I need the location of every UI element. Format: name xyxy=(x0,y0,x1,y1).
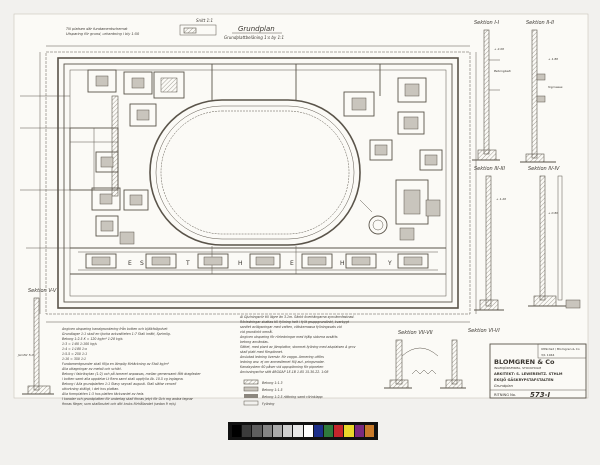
svg-text:+ 1.80: + 1.80 xyxy=(548,57,558,61)
color-swatch xyxy=(262,425,272,437)
sheet-content: Grundplan xyxy=(494,384,514,388)
section-drawings-lower-middle: Sektion VII-VII Sektion VI-VI xyxy=(384,328,500,389)
svg-text:Alla uttagningar av metall och: Alla uttagningar av metall och schikt. xyxy=(61,367,122,371)
footing-group-left xyxy=(87,69,185,245)
legend: Betong 1:1.3 Betong 1:1.5 Betong 1:2.5 r… xyxy=(243,379,323,406)
plan-scale: Grundplattbeläning 1:s by 1:1 xyxy=(224,35,284,40)
svg-text:Sättet, med plant av järnplatt: Sättet, med plant av järnplattor, stomne… xyxy=(240,345,356,349)
section-label: Sektion II-II xyxy=(526,20,555,26)
section-label: Sektion IV-IV xyxy=(528,166,560,172)
legend-item: Betong 1:2.5 rättning samt rörinklapp xyxy=(262,395,323,399)
svg-text:I kanaler och grundplatten för: I kanaler och grundplatten för underlag … xyxy=(62,397,194,401)
color-swatch xyxy=(354,425,364,437)
svg-text:1:4 = 1:180: 1:4 = 1:180 1:x xyxy=(62,347,87,351)
color-swatch xyxy=(272,425,283,437)
svg-text:1:10 = 350: 1:10 = 350 1:1 xyxy=(62,357,86,361)
color-swatch xyxy=(252,425,262,437)
color-swatch xyxy=(242,425,252,437)
svg-text:Betong i Alla grundplatten 1:1: Betong i Alla grundplatten 1:1 Stavy sey… xyxy=(62,382,176,386)
svg-text:betong användas.: betong användas. xyxy=(240,340,269,344)
section-label: Sektion V-V xyxy=(28,288,57,294)
title-block: Utfärdad / Blomgren & Co 3/1 1944 BLOMGR… xyxy=(489,343,587,399)
color-swatch xyxy=(364,425,375,437)
svg-text:Angiven utsparing för rörledni: Angiven utsparing för rörledningar med h… xyxy=(239,335,338,339)
color-swatch xyxy=(293,425,303,437)
svg-text:1:3 = 1:80: 1:3 = 1:80 1:100 kg/s xyxy=(62,342,97,346)
company-sub: INGENJÖRSFIRMA, STOCKHOLM xyxy=(494,365,542,370)
notes-column-2: Ai Gjutningsrör till lägre än 3.1m. Sänk… xyxy=(239,315,356,374)
project-line: EKSJÖ GÄSKRYPSTAFSTALTEN xyxy=(494,377,554,382)
svg-text:Betong i fabriksytan (1:2) och: Betong i fabriksytan (1:2) och på ismere… xyxy=(62,371,201,376)
date: 3/1 1944 xyxy=(541,353,555,357)
section-label: Sektion III-III xyxy=(474,166,505,172)
detail-label: Snitt 1:1 xyxy=(196,18,213,23)
svg-text:finnas färger, som skallbruket: finnas färger, som skallbruket och ditt … xyxy=(62,401,176,406)
company-name: BLOMGREN & Co xyxy=(494,358,555,366)
section-drawings-right: Sektion I-I Sektion II-II + 2.00 Betongb… xyxy=(472,20,581,311)
color-swatch xyxy=(344,425,354,437)
svg-text:ledning anv. ej om anmedlemet: ledning anv. ej om anmedlemet följ aut. … xyxy=(240,360,325,364)
svg-text:vid grundinkt omnål.: vid grundinkt omnål. xyxy=(240,329,273,334)
svg-text:+ 0.80: + 0.80 xyxy=(548,211,558,215)
plan-title: Grundplan xyxy=(238,25,275,33)
drawing-number: 573-I xyxy=(530,391,551,399)
drawing-no-label: RITNING No. xyxy=(494,393,516,397)
note-topleft-2: Utsparing för grund, urhantning i bly 1:… xyxy=(66,32,140,36)
color-swatch xyxy=(313,425,323,437)
bay-footings xyxy=(85,253,429,269)
bay-letter: Y xyxy=(387,260,392,267)
legend-item: Betong 1:1.5 xyxy=(262,388,283,392)
section-label: Sektion VII-VII xyxy=(398,330,433,336)
svg-text:Rörledningar skattas till fyll: Rörledningar skattas till fyllning helt … xyxy=(240,320,350,324)
section-label: Sektion I-I xyxy=(474,20,500,26)
color-swatch xyxy=(334,425,344,437)
ground-plan: E S T H E H Y Grundplan Grundplattbeläni… xyxy=(20,18,477,323)
svg-text:Jämför 5.0: Jämför 5.0 xyxy=(17,353,34,357)
bay-letter: H xyxy=(238,260,243,267)
bay-letter: E xyxy=(290,260,294,267)
svg-text:fogmassa: fogmassa xyxy=(548,85,563,89)
svg-text:Anslutad ledning överskr. för: Anslutad ledning överskr. för vagga. Arm… xyxy=(239,355,324,359)
bay-letter-row: E S T H E H Y xyxy=(128,260,392,267)
color-swatch xyxy=(323,425,334,437)
notes-column-1: Angiven utsparing kanalgrundering från b… xyxy=(61,326,201,406)
svg-text:+ 2.00: + 2.00 xyxy=(494,47,504,51)
svg-text:sanitet avlägsningar med vatte: sanitet avlägsningar med vatten, vätskem… xyxy=(240,325,343,329)
svg-text:Ai Gjutningsrör till lägre än: Ai Gjutningsrör till lägre än 3.1m. Sänk… xyxy=(239,315,354,319)
svg-text:Angiven utsparing kanalgrunder: Angiven utsparing kanalgrundering från b… xyxy=(61,326,168,331)
svg-text:skall platt med förspännet.: skall platt med förspännet. xyxy=(240,350,283,354)
legend-item: Betong 1:1.3 xyxy=(262,381,283,385)
svg-text:uttorkning skäligt, i det hos: uttorkning skäligt, i det hos plattan. xyxy=(62,387,119,391)
architect-line: ARKITEKT: S. LEWERENTZ. STHLM xyxy=(494,372,563,376)
bay-letter: S xyxy=(140,260,144,267)
legend-item: Fyllning xyxy=(262,402,274,406)
bay-letter: T xyxy=(185,260,190,267)
svg-text:Betong 1:2.5 K = 120 kg/m: Betong 1:2.5 K = 120 kg/m³ 1:28 kg/s xyxy=(62,337,123,341)
svg-text:Grundlager 1:1 skall en tjocka: Grundlager 1:1 skall en tjocka avkvalite… xyxy=(62,332,171,336)
note-topleft-1: Till platsen där fundamentschemat xyxy=(66,27,128,31)
svg-text:Fundamentgrunder skall följa e: Fundamentgrunder skall följa en lämplig … xyxy=(62,362,170,366)
section-drawing-lower-left: Sektion V-V Jämför 5.0 xyxy=(17,288,57,395)
svg-text:1:5.5 = 250: 1:5.5 = 250 1:1 xyxy=(62,352,87,356)
section-label: Sektion VI-VI xyxy=(468,328,500,334)
color-swatch xyxy=(303,425,313,437)
svg-text:+ 1.20: + 1.20 xyxy=(496,197,506,201)
svg-text:Alla formplatten 1:3 hos platt: Alla formplatten 1:3 hos platten täckvan… xyxy=(61,392,144,396)
footing-group-right xyxy=(343,77,443,241)
color-calibration-bar xyxy=(228,422,378,440)
svg-text:Betongbalk: Betongbalk xyxy=(494,69,511,73)
paper xyxy=(13,13,589,399)
bay-letter: H xyxy=(340,260,345,267)
stamp: Utfärdad / Blomgren & Co xyxy=(541,347,580,351)
svg-text:i botten samt alla uppdelar Lt: i botten samt alla uppdelar Lt Rera samt… xyxy=(62,377,184,381)
svg-text:Anvisningsritor sätt ARGGAP 1E: Anvisningsritor sätt ARGGAP 1E-1B 1.85 1… xyxy=(239,370,328,374)
color-swatch xyxy=(283,425,293,437)
svg-text:Kanalsystem 60 påser vid uppsp: Kanalsystem 60 påser vid uppspänning för… xyxy=(240,364,323,369)
color-swatch xyxy=(232,425,242,437)
bay-letter: E xyxy=(128,260,132,267)
